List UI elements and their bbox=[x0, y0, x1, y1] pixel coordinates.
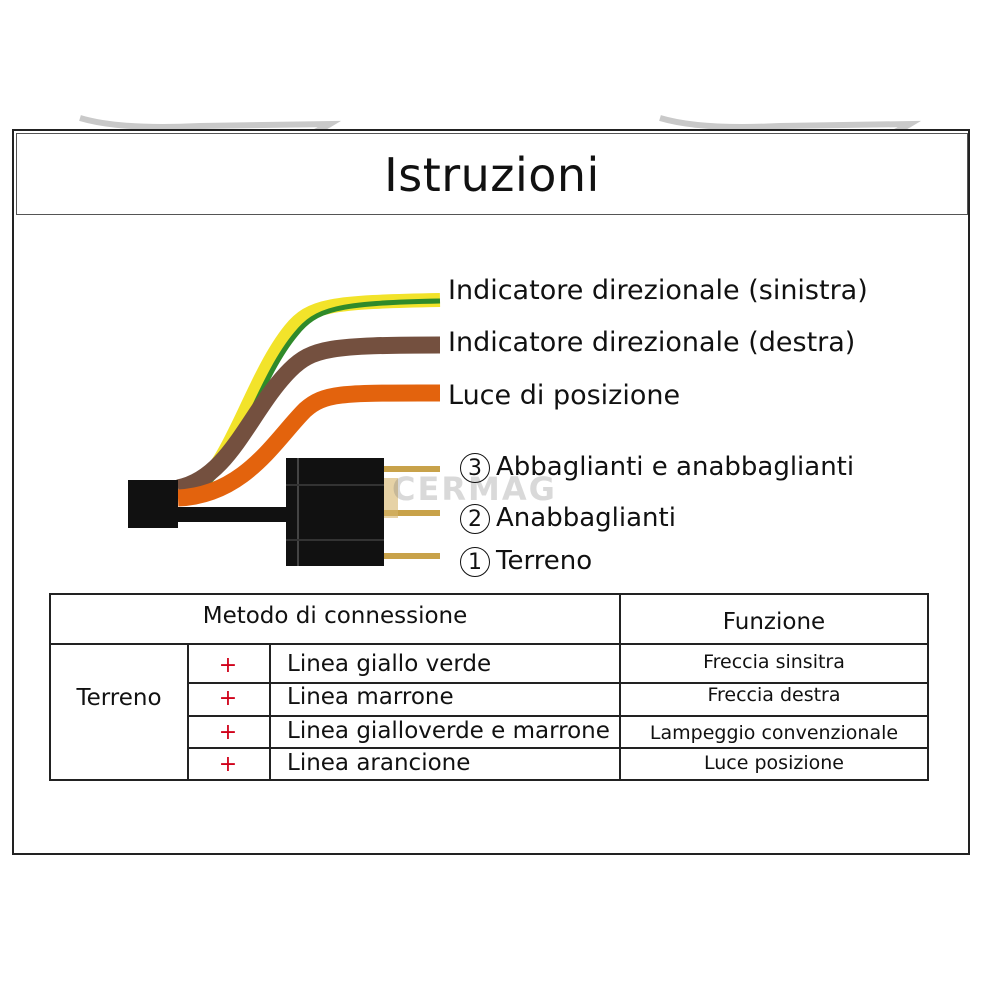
pin-1 bbox=[384, 553, 440, 559]
wire-label-left-indicator: Indicatore direzionale (sinistra) bbox=[448, 275, 868, 306]
table-row-2-function: Freccia destra bbox=[707, 684, 841, 706]
table-row-4-sign: + bbox=[218, 752, 238, 777]
table-row-3-function: Lampeggio convenzionale bbox=[649, 722, 899, 744]
table-row-4-function: Luce posizione bbox=[704, 752, 844, 774]
pin-number-2: 2 bbox=[460, 503, 490, 534]
table-row-1-line: Linea giallo verde bbox=[287, 651, 492, 677]
title-bar: Istruzioni bbox=[16, 133, 968, 215]
wire-label-right-indicator: Indicatore direzionale (destra) bbox=[448, 327, 856, 358]
wire-label-position-light: Luce di posizione bbox=[448, 380, 681, 411]
pin-number-1: 1 bbox=[460, 546, 490, 577]
group-label-ground: Terreno bbox=[76, 685, 162, 711]
wire-brown bbox=[175, 336, 441, 497]
wire-orange bbox=[177, 384, 441, 507]
table-row-2-line: Linea marrone bbox=[287, 684, 454, 710]
connector-body bbox=[286, 458, 384, 566]
black-wire bbox=[176, 507, 291, 522]
table-row-4-line: Linea arancione bbox=[287, 750, 471, 776]
cable-sleeve bbox=[128, 480, 178, 528]
connection-table: Metodo di connessione Funzione Terreno +… bbox=[49, 593, 929, 781]
pin-number-3: 3 bbox=[460, 452, 490, 483]
pin-3 bbox=[384, 466, 440, 472]
table-row-3-sign: + bbox=[218, 720, 238, 745]
header-method: Metodo di connessione bbox=[202, 603, 468, 629]
header-function: Funzione bbox=[722, 609, 826, 635]
page-title: Istruzioni bbox=[384, 148, 600, 202]
table-row-1-function: Freccia sinsitra bbox=[703, 651, 845, 673]
table-row-3-line: Linea gialloverde e marrone bbox=[287, 718, 610, 744]
table-row-1-sign: + bbox=[218, 653, 238, 678]
pin-2 bbox=[384, 510, 440, 516]
table-row-2-sign: + bbox=[218, 686, 238, 711]
